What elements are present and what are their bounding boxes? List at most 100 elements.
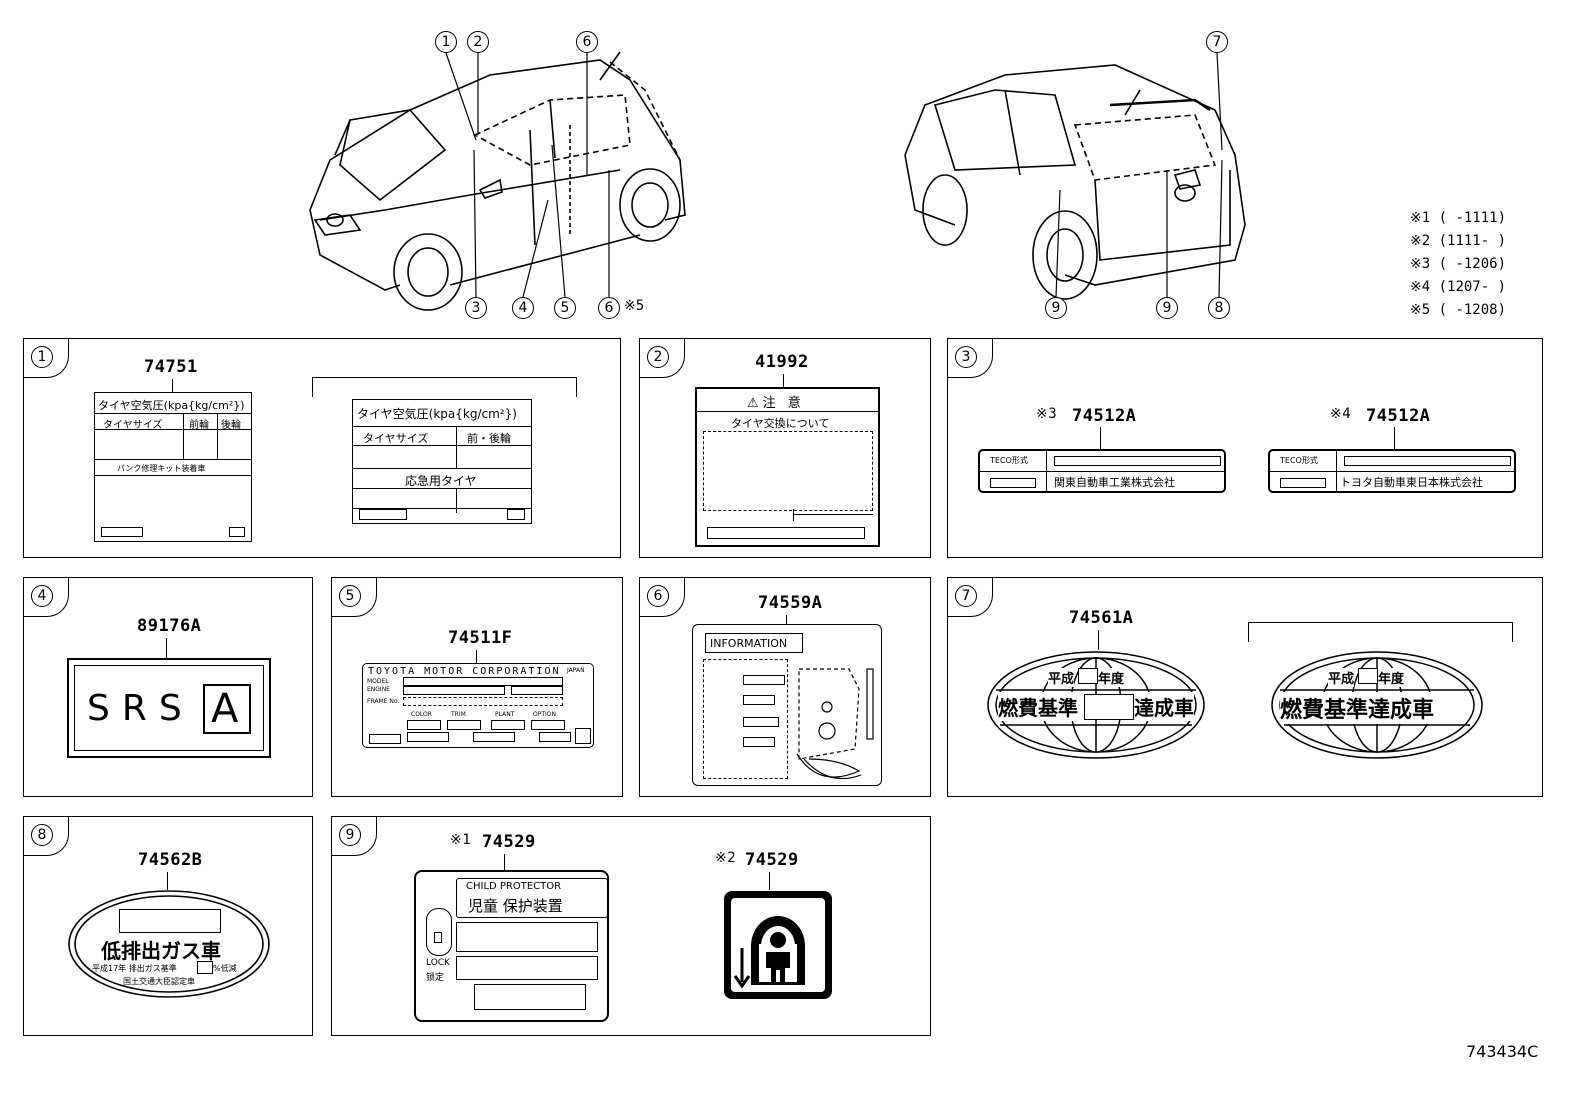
label-b-row: 応急用タイヤ: [405, 474, 477, 488]
teco-label-a: TECO形式 関東自動車工業株式会社: [978, 449, 1226, 493]
panel-3-tab: 3: [947, 338, 993, 378]
label-b-col2: 前・後輪: [467, 432, 511, 445]
plate-trim: TRIM: [451, 711, 466, 718]
label-b-title: タイヤ空気圧(kpa{kg/cm²}): [357, 407, 517, 421]
panel-3-index: 3: [955, 346, 977, 368]
sticker-b-top: 平成: [1328, 668, 1355, 687]
callout-3: 3: [465, 297, 487, 319]
panel-8: 8 74562B 低排出ガス車 平成17年 排出ガス基準 %低減 国土交通大臣認…: [23, 816, 313, 1036]
panel-8-index: 8: [31, 824, 53, 846]
panel-4-part-number: 89176A: [137, 616, 202, 636]
panel-9b-note: ※2: [715, 850, 737, 866]
panel-3b-note: ※4: [1330, 406, 1352, 422]
information-header: INFORMATION: [705, 633, 803, 653]
panel-1-tab: 1: [23, 338, 69, 378]
lock-switch-icon: [426, 908, 452, 956]
note-1: ※1 ( -1111): [1410, 210, 1507, 226]
panel-1: 1 74751 タイヤ空気圧(kpa{kg/cm²}) タイヤサイズ 前輪 後輪…: [23, 338, 621, 558]
panel-5-tab: 5: [331, 577, 377, 617]
callout-2: 2: [467, 31, 489, 53]
panel-9: 9 ※1 74529 CHILD PROTECTOR 児童 保护装置 LOCK …: [331, 816, 931, 1036]
panel-6-index: 6: [647, 585, 669, 607]
panel-3: 3 ※3 74512A TECO形式 関東自動車工業株式会社 ※4 74512A…: [947, 338, 1543, 558]
panel-1-part-number: 74751: [144, 357, 198, 377]
callout-leaders: [445, 52, 1223, 298]
low-emission-line1a: 平成17年 排出ガス基準: [92, 964, 177, 973]
panel-7-index: 7: [955, 585, 977, 607]
child-lock-pictogram: [723, 890, 833, 1000]
fuel-economy-sticker-b: 平成 年度 燃費基準達成車: [1270, 650, 1485, 760]
plate-option: OPTION: [533, 711, 556, 718]
note-5: ※5 ( -1208): [1410, 302, 1507, 318]
panel-9a-part-number: 74529: [482, 832, 536, 852]
child-protector-jp: 児童 保护装置: [468, 897, 563, 915]
srs-label: SRS A: [67, 658, 271, 758]
callout-8: 8: [1208, 297, 1230, 319]
panel-6-tab: 6: [639, 577, 685, 617]
panel-9a-note: ※1: [450, 832, 472, 848]
caution-subtitle: タイヤ交換について: [731, 417, 830, 430]
information-label: INFORMATION: [692, 624, 882, 786]
front-vehicle-view: [290, 40, 690, 330]
child-lock-icon: [724, 891, 832, 999]
panel-8-part-number: 74562B: [138, 850, 203, 870]
caution-title: ⚠注 意: [747, 396, 805, 411]
low-emission-oval: [68, 890, 270, 998]
lock-text-en: LOCK: [426, 958, 450, 968]
front-car-drawing: [309, 51, 686, 311]
plate-corp: TOYOTA MOTOR CORPORATION: [368, 666, 561, 677]
panel-3a-part-number: 74512A: [1072, 406, 1137, 426]
note-4: ※4 (1207- ): [1410, 279, 1507, 295]
srs-letter-box: A: [203, 684, 251, 734]
callout-7: 7: [1206, 31, 1228, 53]
panel-8-tab: 8: [23, 816, 69, 856]
callout-4: 4: [512, 297, 534, 319]
plate-japan: JAPAN: [567, 667, 585, 674]
panel-5-index: 5: [339, 585, 361, 607]
callout-9-right: 9: [1156, 297, 1178, 319]
panel-3b-part-number: 74512A: [1366, 406, 1431, 426]
sticker-a-main1: 燃費基準: [998, 692, 1078, 721]
label-a-row: パンク修理キット装着車: [117, 464, 206, 473]
panel-2-index: 2: [647, 346, 669, 368]
panel-6-part-number: 74559A: [758, 593, 823, 613]
sticker-a-top: 平成: [1048, 668, 1075, 687]
panel-6: 6 74559A INFORMATION: [639, 577, 931, 797]
panel-3a-note: ※3: [1036, 406, 1058, 422]
vehicle-id-plate: TOYOTA MOTOR CORPORATION JAPAN MODEL ENG…: [362, 663, 594, 748]
tire-pressure-label-b: タイヤ空気圧(kpa{kg/cm²}) タイヤサイズ 前・後輪 応急用タイヤ: [352, 399, 532, 524]
panel-9-tab: 9: [331, 816, 377, 856]
sticker-a-main2: 達成車: [1134, 692, 1194, 721]
panel-2-part-number: 41992: [755, 352, 809, 372]
callout-1: 1: [435, 31, 457, 53]
label-a-col2: 前輪: [189, 420, 209, 431]
plate-engine: ENGINE: [367, 686, 390, 693]
plate-model: MODEL: [367, 678, 389, 685]
teco-b-maker: トヨタ自動車東日本株式会社: [1340, 476, 1483, 489]
panel-9-index: 9: [339, 824, 361, 846]
child-protector-label: CHILD PROTECTOR 児童 保护装置 LOCK 锁定: [414, 870, 609, 1022]
tire-pressure-label-a: タイヤ空気圧(kpa{kg/cm²}) タイヤサイズ 前輪 後輪 パンク修理キッ…: [94, 392, 252, 542]
panel-4: 4 89176A SRS A: [23, 577, 313, 797]
panel-7-tab: 7: [947, 577, 993, 617]
label-a-col1: タイヤサイズ: [103, 420, 163, 431]
plate-plant: PLANT: [495, 711, 515, 718]
plate-color: COLOR: [411, 711, 432, 718]
notes-list: ※1 ( -1111) ※2 (1111- ) ※3 ( -1206) ※4 (…: [1410, 210, 1506, 325]
callout-6-bottom: 6: [598, 297, 620, 319]
panel-4-index: 4: [31, 585, 53, 607]
low-emission-main: 低排出ガス車: [101, 939, 221, 963]
sticker-a-top2: 年度: [1098, 668, 1125, 687]
panel-5-part-number: 74511F: [448, 628, 513, 648]
engine-room-icon: [796, 668, 874, 779]
teco-a-maker: 関東自動車工業株式会社: [1054, 476, 1175, 489]
srs-text: SRS: [87, 688, 194, 729]
callout-6-top: 6: [576, 31, 598, 53]
panel-7-part-number: 74561A: [1069, 608, 1134, 628]
panel-7: 7 74561A 平成 年度 燃費基準 達成車: [947, 577, 1543, 797]
srs-letter: A: [211, 686, 239, 732]
panel-5: 5 74511F TOYOTA MOTOR CORPORATION JAPAN …: [331, 577, 623, 797]
note-2: ※2 (1111- ): [1410, 233, 1507, 249]
sticker-b-main: 燃費基準達成車: [1280, 692, 1435, 724]
panel-9b-part-number: 74529: [745, 850, 799, 870]
